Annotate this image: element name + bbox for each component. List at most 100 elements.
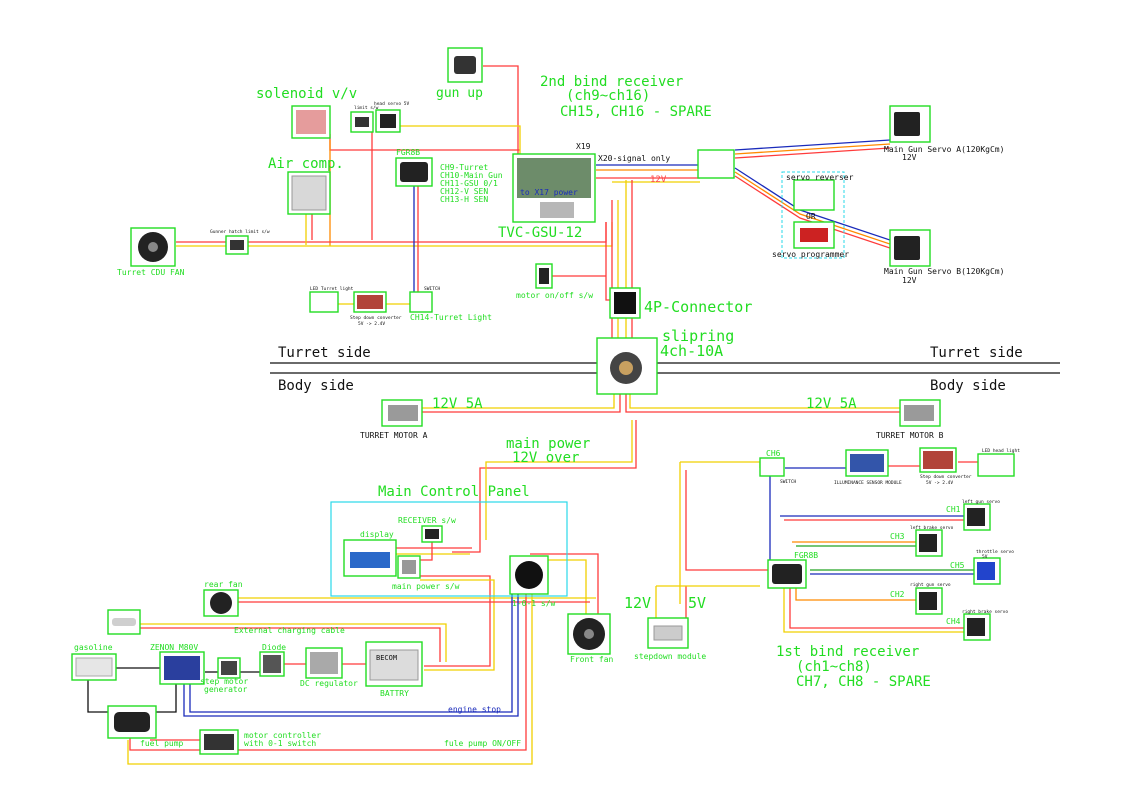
led-turret-box	[309, 291, 339, 313]
connector-label: 4P-Connector	[644, 298, 752, 316]
servo-a-icon	[894, 112, 920, 136]
servo-b-label: Main Gun Servo B(120KgCm)	[884, 267, 1004, 276]
main-power-label-1: main power	[506, 436, 590, 452]
main-power-label-2: 12V over	[512, 450, 579, 466]
servo-ch4-icon	[967, 618, 985, 636]
turret-side-left: Turret side	[278, 345, 371, 361]
gasoline-label: gasoline	[74, 643, 113, 652]
main-power-sw-icon	[402, 560, 416, 574]
stepdown-turret-icon	[357, 295, 383, 309]
wire-gunup-red	[483, 65, 519, 160]
zenon-icon	[164, 656, 200, 680]
turret-motor-b-label: TURRET MOTOR B	[876, 431, 944, 440]
bind2-line3: CH15, CH16 - SPARE	[560, 104, 712, 120]
display-icon	[350, 552, 390, 568]
servo-ch1-icon	[967, 508, 985, 526]
to-x17-label: to X17 power	[520, 188, 578, 197]
ch5-label: CH5	[950, 561, 965, 570]
main-control-panel-frame	[330, 501, 568, 597]
ext-charging-icon	[112, 618, 136, 626]
wire-gas-down	[87, 680, 110, 713]
servo-ch2-icon	[919, 592, 937, 610]
air-comp-icon	[291, 175, 327, 211]
v12-5a-right: 12V 5A	[806, 396, 857, 412]
diode-label: Diode	[262, 643, 286, 652]
gun-up-icon	[454, 56, 476, 74]
motor-onoff-label: motor on/off s/w	[516, 291, 593, 300]
motor-ctrl-label-1: motor controller	[244, 731, 321, 740]
stepdown-body-volt: 5V -> 2.4V	[926, 480, 953, 486]
wire-fuel-y	[127, 590, 533, 765]
ch13-label: CH13-H SEN	[440, 195, 488, 204]
motor-controller-icon	[204, 734, 234, 750]
ch2-label: CH2	[890, 590, 905, 599]
servo-ch5-icon	[977, 562, 995, 580]
dc-regulator-label: DC regulator	[300, 679, 358, 688]
wire-servoB-red	[734, 175, 891, 249]
wire-panel-r3	[420, 575, 491, 667]
v12-body-label: 12V	[624, 594, 651, 612]
ch3-label: CH3	[890, 532, 905, 541]
panel-title: Main Control Panel	[378, 484, 530, 500]
gasoline-icon	[75, 657, 113, 677]
stepdown-turret-label: Step down converter	[350, 315, 402, 321]
stepdown-module-icon	[653, 625, 683, 641]
servo-programmer-icon	[800, 228, 828, 242]
fan-hub	[148, 242, 158, 252]
servo-a-volt: 12V	[902, 153, 917, 162]
zenon-label: ZENON M80V	[150, 643, 198, 652]
dc-regulator-icon	[310, 652, 338, 674]
motor-ctrl-label-2: with 0-1 switch	[244, 739, 316, 748]
ext-charging-label: External charging cable	[234, 626, 345, 635]
head-servo-icon	[380, 114, 396, 128]
servo-reverser-box	[793, 179, 835, 211]
limit-switch-icon	[355, 117, 369, 127]
slipring-label-2: 4ch-10A	[660, 342, 723, 360]
bind1-line3: CH7, CH8 - SPARE	[796, 674, 931, 690]
left-brake-servo-label: left brake servo	[910, 525, 954, 531]
ch4-label: CH4	[946, 617, 961, 626]
air-comp-label: Air comp.	[268, 156, 344, 172]
right-gun-servo-label: right gun servo	[910, 582, 951, 588]
components	[71, 47, 1015, 755]
wire-servoA-orange	[734, 143, 891, 155]
receiver-sw-label: RECEIVER s/w	[398, 516, 456, 525]
labels: gun up solenoid v/v limit s/w head servo…	[74, 74, 1023, 748]
illuminance-icon	[850, 454, 884, 472]
wire-mainpower-y	[485, 420, 633, 540]
servo-programmer-label: servo programmer	[772, 250, 849, 259]
battery-label: BATTRY	[380, 689, 409, 698]
fgr8b-body-icon	[772, 564, 802, 584]
wire-ext-charge-r	[140, 627, 441, 662]
wire-right-bus-y	[680, 461, 761, 468]
wire-panel-y4	[536, 559, 587, 614]
ch9-label: CH9-Turret	[440, 163, 488, 172]
fgr8b-top-icon	[400, 162, 428, 182]
stepdown-module-label: stepdown module	[634, 652, 706, 661]
x20-splitter-box	[697, 149, 735, 179]
servo-b-icon	[894, 236, 920, 260]
throttle-servo-label: throttle servo	[976, 549, 1014, 555]
slipring-core	[619, 361, 633, 375]
servo-option-frame	[781, 171, 845, 259]
gunner-hatch-icon	[230, 240, 244, 250]
ch11-label: CH11-GSU 0/1	[440, 179, 498, 188]
body-side-right: Body side	[930, 378, 1006, 394]
fuel-pump-label: fuel pump	[140, 739, 184, 748]
bind1-line2: (ch1~ch8)	[796, 659, 872, 675]
motor-onoff-icon	[539, 268, 549, 284]
fgr8b-top-label: FGR8B	[396, 148, 420, 157]
onoff-sw-label: 1-0-1 s/w	[512, 599, 556, 608]
wire-right-bus-r	[685, 470, 770, 571]
turret-motor-a-label: TURRET MOTOR A	[360, 431, 428, 440]
wire-panel-r4	[530, 553, 599, 614]
main-power-sw-label: main power s/w	[392, 582, 460, 591]
wire-body-y	[420, 394, 615, 409]
right-brake-servo-label: right brake servo	[962, 609, 1008, 615]
cdu-fan-label: Turret CDU FAN	[117, 268, 185, 277]
step-motor-label-1: step motor	[200, 677, 248, 686]
display-label: display	[360, 530, 394, 539]
tvc-board-icon	[517, 158, 591, 198]
wire-servoB-orange	[734, 171, 891, 245]
rear-fan-label: rear fan	[204, 580, 243, 589]
